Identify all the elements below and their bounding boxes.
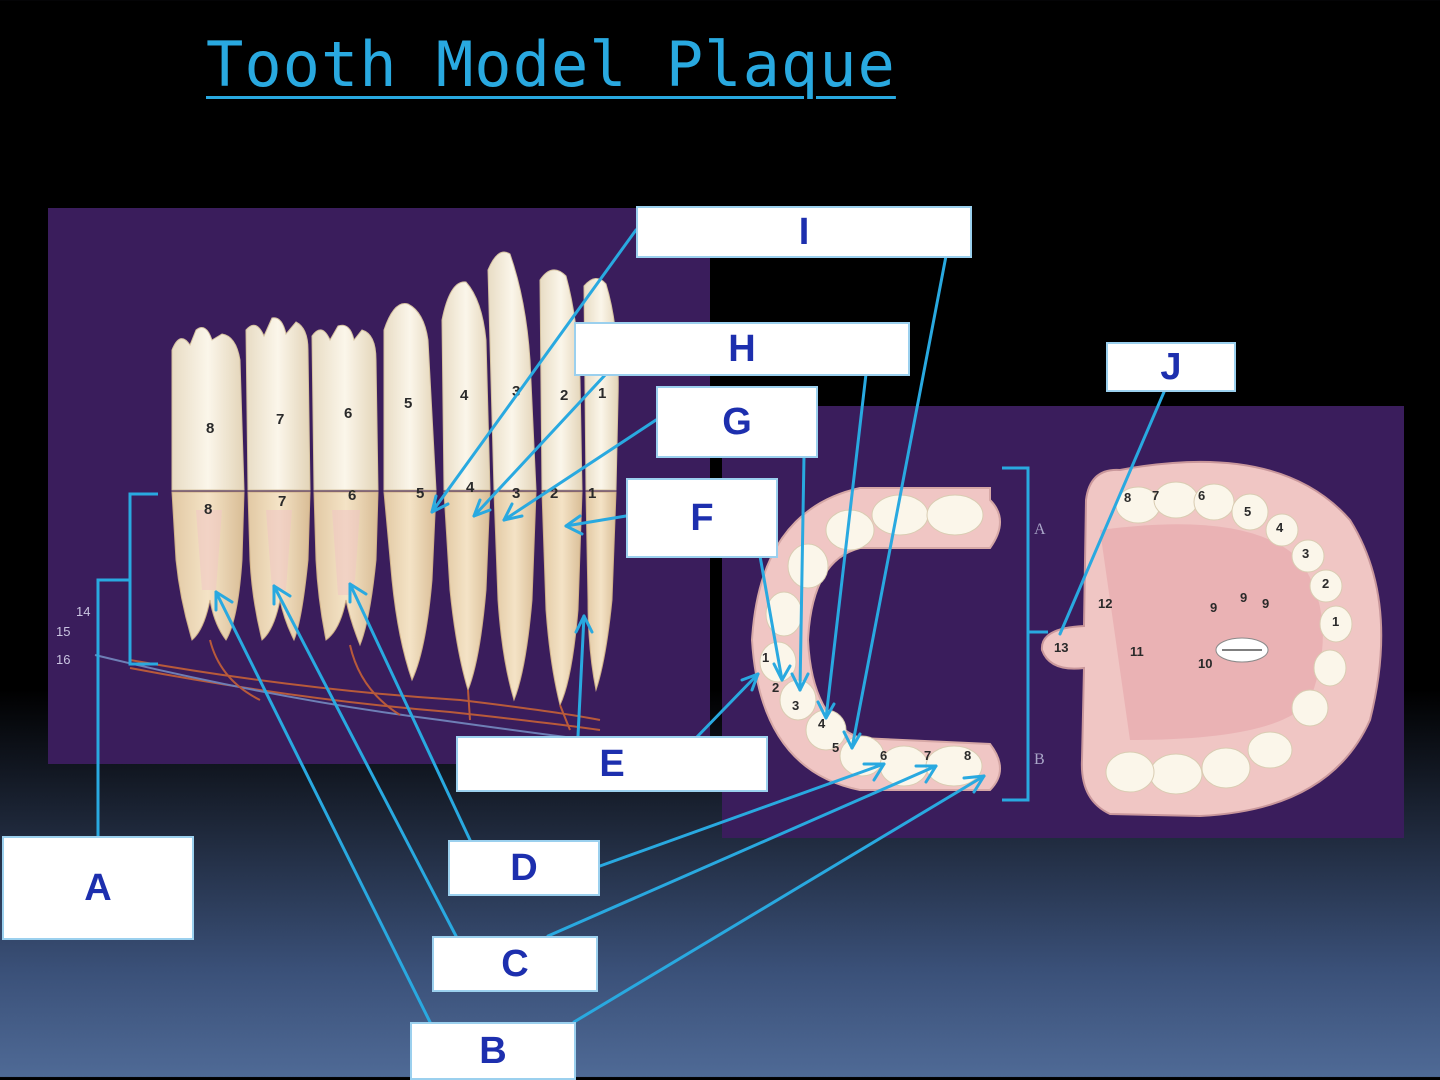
svg-text:A: A — [1034, 521, 1046, 538]
arch-tooth-number-labels: 1 2 3 4 5 6 7 8 — [762, 650, 971, 763]
label-box-f: F — [626, 478, 778, 558]
palate-tooth-number-labels: 8 7 6 5 4 3 2 1 — [1124, 488, 1339, 629]
svg-text:3: 3 — [1302, 546, 1309, 561]
svg-text:7: 7 — [924, 748, 931, 763]
svg-text:B: B — [1034, 751, 1045, 768]
svg-text:4: 4 — [466, 479, 475, 496]
label-box-b: B — [410, 1022, 576, 1080]
svg-text:4: 4 — [818, 716, 826, 731]
svg-text:4: 4 — [1276, 520, 1284, 535]
svg-text:2: 2 — [772, 680, 779, 695]
svg-text:6: 6 — [348, 487, 356, 504]
svg-text:15: 15 — [56, 624, 70, 639]
label-box-a: A — [2, 836, 194, 940]
lower-tooth-number-labels: 8 7 6 5 4 3 2 1 — [204, 479, 596, 518]
label-box-h: H — [574, 322, 910, 376]
svg-text:5: 5 — [404, 395, 412, 412]
svg-text:1: 1 — [598, 385, 606, 402]
svg-text:9: 9 — [1210, 600, 1217, 615]
svg-text:5: 5 — [416, 485, 424, 502]
svg-text:16: 16 — [56, 652, 70, 667]
label-box-e: E — [456, 736, 768, 792]
lower-dental-arch: 1 2 3 4 5 6 7 8 A B — [750, 466, 1048, 802]
svg-text:4: 4 — [460, 387, 469, 404]
side-view-teeth: 8 7 6 5 4 3 2 1 8 7 6 5 4 3 2 1 14 15 16 — [56, 251, 619, 741]
label-box-j: J — [1106, 342, 1236, 392]
svg-text:6: 6 — [1198, 488, 1205, 503]
leader-lines — [96, 228, 1166, 1024]
svg-text:7: 7 — [1152, 488, 1159, 503]
svg-text:8: 8 — [964, 748, 971, 763]
svg-text:6: 6 — [880, 748, 887, 763]
label-box-i: I — [636, 206, 972, 258]
svg-text:2: 2 — [550, 485, 558, 502]
svg-text:9: 9 — [1240, 590, 1247, 605]
svg-text:8: 8 — [206, 420, 214, 437]
svg-text:14: 14 — [76, 604, 90, 619]
svg-text:1: 1 — [588, 485, 596, 502]
svg-text:7: 7 — [276, 411, 284, 428]
svg-text:3: 3 — [792, 698, 799, 713]
svg-text:6: 6 — [344, 405, 352, 422]
svg-text:8: 8 — [204, 501, 212, 518]
svg-text:5: 5 — [1244, 504, 1251, 519]
label-box-g: G — [656, 386, 818, 458]
svg-text:5: 5 — [832, 740, 839, 755]
svg-text:1: 1 — [1332, 614, 1339, 629]
svg-text:13: 13 — [1054, 640, 1068, 655]
palate-model: 8 7 6 5 4 3 2 1 12 9 9 9 13 11 10 — [1040, 460, 1383, 818]
side-number-labels: 14 15 16 — [56, 604, 90, 667]
svg-text:2: 2 — [560, 387, 568, 404]
svg-text:10: 10 — [1198, 656, 1212, 671]
label-box-c: C — [432, 936, 598, 992]
upper-tooth-number-labels: 8 7 6 5 4 3 2 1 — [206, 383, 606, 437]
svg-text:7: 7 — [278, 493, 286, 510]
svg-text:8: 8 — [1124, 490, 1131, 505]
svg-text:3: 3 — [512, 383, 520, 400]
svg-text:11: 11 — [1130, 644, 1144, 659]
label-box-d: D — [448, 840, 600, 896]
page-title: Tooth Model Plaque — [206, 28, 896, 101]
svg-text:12: 12 — [1098, 596, 1112, 611]
svg-text:1: 1 — [762, 650, 769, 665]
svg-text:9: 9 — [1262, 596, 1269, 611]
svg-text:3: 3 — [512, 485, 520, 502]
palate-region-labels: 12 9 9 9 13 11 10 — [1054, 590, 1269, 671]
svg-text:2: 2 — [1322, 576, 1329, 591]
